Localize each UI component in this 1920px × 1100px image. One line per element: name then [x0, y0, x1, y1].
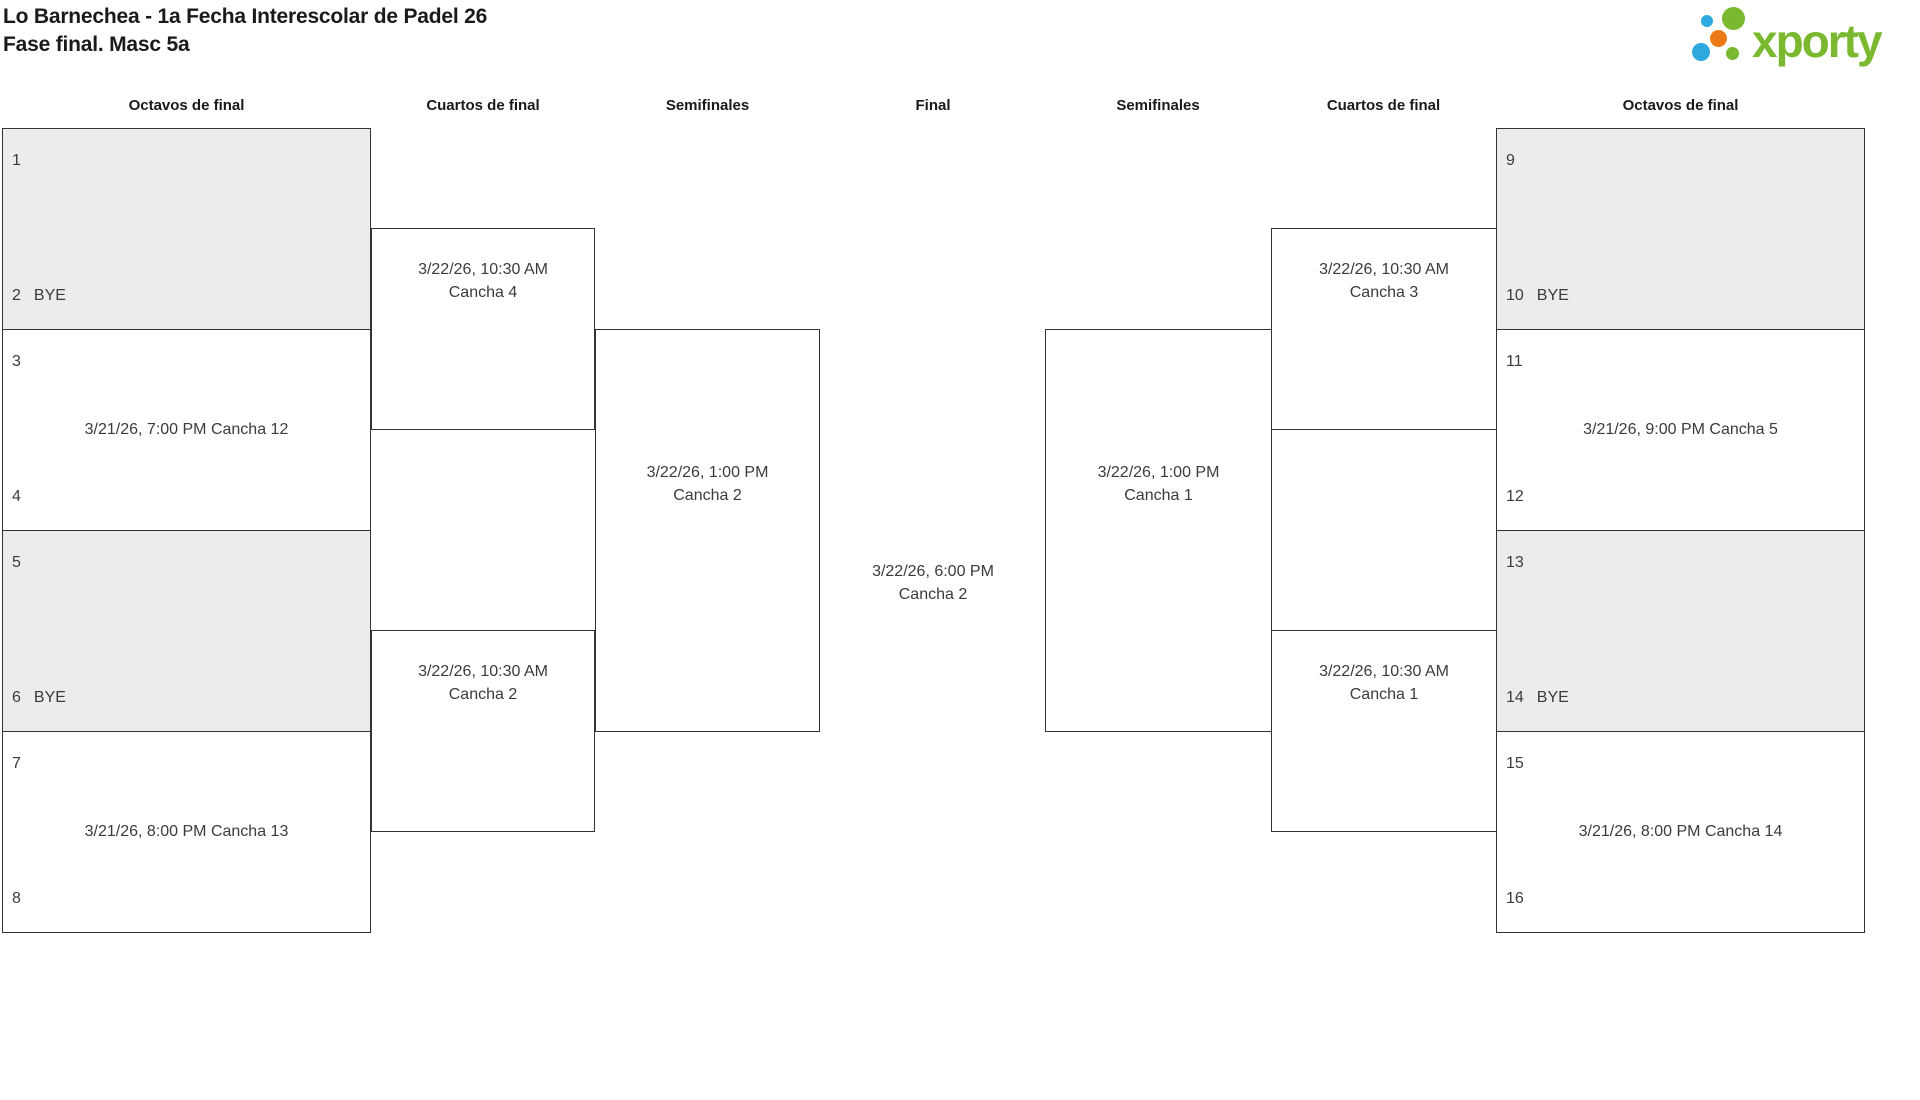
seed-slot: 7: [12, 754, 21, 774]
logo-wordmark: xporty: [1752, 15, 1883, 67]
match-court: Cancha 1: [1349, 686, 1419, 703]
seed-number: 11: [1506, 353, 1523, 370]
round-header-semis-left: Semifinales: [665, 97, 750, 114]
match-schedule: 3/21/26, 8:00 PM Cancha 14: [1578, 823, 1783, 840]
match-court: Cancha 2: [448, 686, 518, 703]
seed-number: 14: [1506, 689, 1524, 706]
match-datetime: 3/22/26, 10:30 AM: [1319, 261, 1449, 278]
seed-slot: 16: [1506, 889, 1524, 909]
match-octavos-9-10[interactable]: 9 10 BYE: [1496, 128, 1865, 330]
match-octavos-1-2[interactable]: 1 2 BYE: [2, 128, 371, 330]
seed-slot: 13: [1506, 553, 1524, 573]
match-datetime: 3/22/26, 6:00 PM: [872, 563, 994, 580]
page-title: Lo Barnechea - 1a Fecha Interescolar de …: [3, 3, 487, 59]
xporty-logo[interactable]: xporty: [1690, 0, 1918, 80]
seed-number: 6: [12, 689, 21, 706]
match-octavos-11-12[interactable]: 11 3/21/26, 9:00 PM Cancha 5 12: [1496, 329, 1865, 531]
seed-slot: 4: [12, 487, 21, 507]
match-datetime: 3/22/26, 1:00 PM: [1097, 464, 1220, 481]
seed-number: 4: [12, 488, 21, 505]
match-schedule: 3/22/26, 10:30 AM Cancha 3: [1272, 258, 1496, 304]
seed-slot: 5: [12, 553, 21, 573]
phase-name: Fase final. Masc 5a: [3, 33, 190, 56]
round-header-final: Final: [915, 97, 951, 114]
match-datetime: 3/22/26, 10:30 AM: [418, 261, 548, 278]
logo-dot-orange-icon: [1710, 30, 1727, 47]
bye-label: BYE: [33, 287, 66, 304]
match-cuartos-right-top[interactable]: 3/22/26, 10:30 AM Cancha 3: [1271, 228, 1497, 430]
seed-number: 10: [1506, 287, 1524, 304]
match-schedule: 3/22/26, 1:00 PM Cancha 1: [1046, 461, 1271, 507]
bye-label: BYE: [33, 689, 66, 706]
seed-number: 8: [12, 890, 21, 907]
logo-dot-blue-small-icon: [1701, 15, 1713, 27]
seed-slot: 10 BYE: [1506, 286, 1569, 306]
seed-slot: 3: [12, 352, 21, 372]
seed-slot: 9: [1506, 151, 1515, 171]
seed-slot: 11: [1506, 352, 1523, 372]
seed-slot: 12: [1506, 487, 1524, 507]
match-schedule: 3/21/26, 8:00 PM Cancha 13: [84, 823, 289, 840]
bye-label: BYE: [1536, 689, 1569, 706]
match-octavos-5-6[interactable]: 5 6 BYE: [2, 530, 371, 732]
match-octavos-7-8[interactable]: 7 3/21/26, 8:00 PM Cancha 13 8: [2, 731, 371, 933]
match-octavos-3-4[interactable]: 3 3/21/26, 7:00 PM Cancha 12 4: [2, 329, 371, 531]
match-cuartos-left-bottom[interactable]: 3/22/26, 10:30 AM Cancha 2: [371, 630, 595, 832]
logo-dot-blue-large-icon: [1692, 43, 1710, 61]
match-datetime: 3/22/26, 10:30 AM: [418, 663, 548, 680]
match-schedule: 3/21/26, 7:00 PM Cancha 12: [84, 421, 289, 438]
round-header-octavos-left: Octavos de final: [128, 97, 245, 114]
match-octavos-13-14[interactable]: 13 14 BYE: [1496, 530, 1865, 732]
seed-slot: 2 BYE: [12, 286, 66, 306]
seed-slot: 8: [12, 889, 21, 909]
match-court: Cancha 4: [448, 284, 518, 301]
match-semifinal-left[interactable]: 3/22/26, 1:00 PM Cancha 2: [595, 329, 820, 732]
match-datetime: 3/22/26, 10:30 AM: [1319, 663, 1449, 680]
match-court: Cancha 1: [1124, 487, 1193, 504]
seed-number: 2: [12, 287, 21, 304]
match-schedule: 3/22/26, 10:30 AM Cancha 1: [1272, 660, 1496, 706]
seed-number: 9: [1506, 152, 1515, 169]
match-octavos-15-16[interactable]: 15 3/21/26, 8:00 PM Cancha 14 16: [1496, 731, 1865, 933]
seed-number: 15: [1506, 755, 1524, 772]
seed-number: 16: [1506, 890, 1524, 907]
match-schedule: 3/22/26, 10:30 AM Cancha 2: [372, 660, 594, 706]
match-schedule: 3/22/26, 1:00 PM Cancha 2: [596, 461, 819, 507]
round-header-octavos-right: Octavos de final: [1622, 97, 1739, 114]
seed-number: 5: [12, 554, 21, 571]
match-court: Cancha 2: [673, 487, 742, 504]
match-schedule: 3/22/26, 10:30 AM Cancha 4: [372, 258, 594, 304]
match-court: Cancha 2: [898, 586, 968, 603]
match-cuartos-right-bottom[interactable]: 3/22/26, 10:30 AM Cancha 1: [1271, 630, 1497, 832]
bye-label: BYE: [1536, 287, 1569, 304]
seed-slot: 6 BYE: [12, 688, 66, 708]
seed-number: 1: [12, 152, 21, 169]
logo-dot-green-small-icon: [1726, 47, 1739, 60]
match-schedule: 3/21/26, 9:00 PM Cancha 5: [1583, 421, 1778, 438]
tournament-name: Lo Barnechea - 1a Fecha Interescolar de …: [3, 5, 488, 28]
round-header-cuartos-right: Cuartos de final: [1326, 97, 1441, 114]
seed-number: 7: [12, 755, 21, 772]
round-header-semis-right: Semifinales: [1116, 97, 1200, 114]
seed-number: 13: [1506, 554, 1524, 571]
match-final[interactable]: 3/22/26, 6:00 PM Cancha 2: [820, 560, 1046, 606]
match-datetime: 3/22/26, 1:00 PM: [646, 464, 769, 481]
match-semifinal-right[interactable]: 3/22/26, 1:00 PM Cancha 1: [1045, 329, 1272, 732]
logo-dot-green-large-icon: [1722, 7, 1745, 30]
seed-slot: 14 BYE: [1506, 688, 1569, 708]
match-cuartos-left-top[interactable]: 3/22/26, 10:30 AM Cancha 4: [371, 228, 595, 430]
match-court: Cancha 3: [1349, 284, 1419, 301]
seed-number: 12: [1506, 488, 1524, 505]
round-header-cuartos-left: Cuartos de final: [426, 97, 540, 114]
seed-number: 3: [12, 353, 21, 370]
seed-slot: 1: [12, 151, 21, 171]
seed-slot: 15: [1506, 754, 1524, 774]
